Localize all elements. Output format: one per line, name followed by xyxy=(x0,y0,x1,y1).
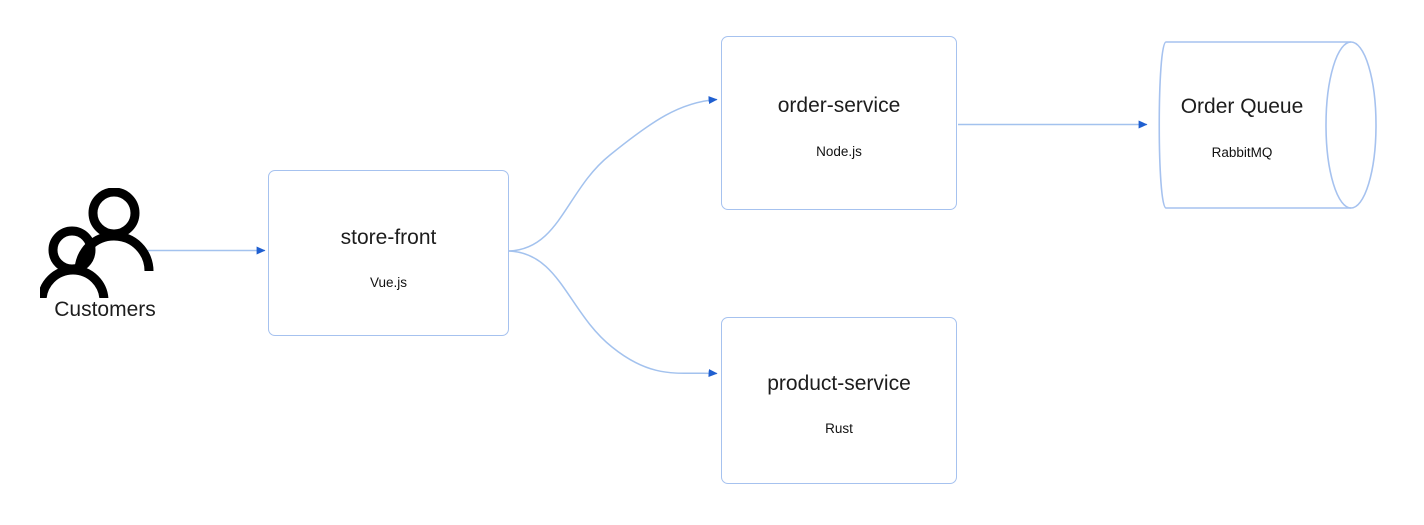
customers-actor[interactable]: Customers xyxy=(40,188,170,338)
cylinder-shape xyxy=(1158,41,1377,209)
edge-store-front-to-order-service xyxy=(508,96,718,252)
node-store-front[interactable]: store-front Vue.js xyxy=(268,170,509,336)
customers-label: Customers xyxy=(54,298,156,321)
node-order-queue-title: Order Queue xyxy=(1180,95,1304,119)
node-product-service-subtitle: Rust xyxy=(825,421,853,437)
node-order-service[interactable]: order-service Node.js xyxy=(721,36,957,210)
node-order-service-subtitle: Node.js xyxy=(816,144,862,160)
node-order-queue[interactable]: Order Queue RabbitMQ xyxy=(1158,38,1378,212)
node-product-service[interactable]: product-service Rust xyxy=(721,317,957,484)
node-order-queue-subtitle: RabbitMQ xyxy=(1211,145,1273,161)
edge-store-front-to-product-service xyxy=(508,250,718,378)
node-order-service-title: order-service xyxy=(777,94,901,118)
node-store-front-subtitle: Vue.js xyxy=(369,274,408,290)
node-product-service-title: product-service xyxy=(767,372,911,396)
two-people-icon xyxy=(40,188,154,298)
node-store-front-title: store-front xyxy=(340,225,437,249)
